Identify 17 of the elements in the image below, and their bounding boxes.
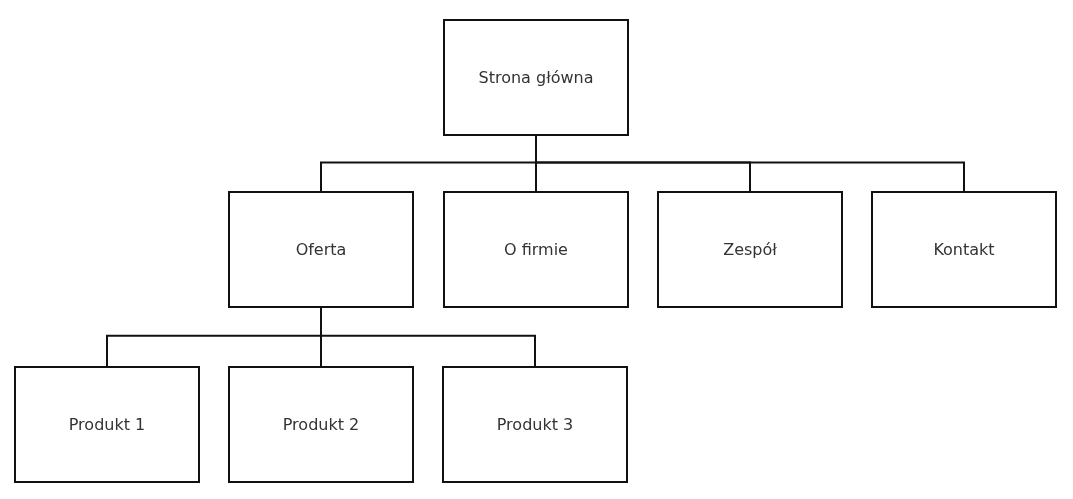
page-box	[871, 191, 1057, 308]
page-title: Kontakt	[933, 240, 995, 259]
page-title: Produkt 1	[68, 415, 146, 434]
page-box	[657, 191, 843, 308]
page-title: Strona główna	[478, 68, 594, 87]
page-box	[228, 366, 414, 483]
page-box	[443, 19, 629, 136]
connector-line	[320, 307, 536, 367]
page-box	[14, 366, 200, 483]
page-title: Zespół	[723, 240, 777, 259]
page-title: O firmie	[504, 240, 568, 259]
page-title: Produkt 3	[496, 415, 574, 434]
page-title: Oferta	[295, 240, 347, 259]
page-box	[443, 191, 629, 308]
page-box	[228, 191, 414, 308]
page-title: Produkt 2	[282, 415, 360, 434]
page-box	[442, 366, 628, 483]
